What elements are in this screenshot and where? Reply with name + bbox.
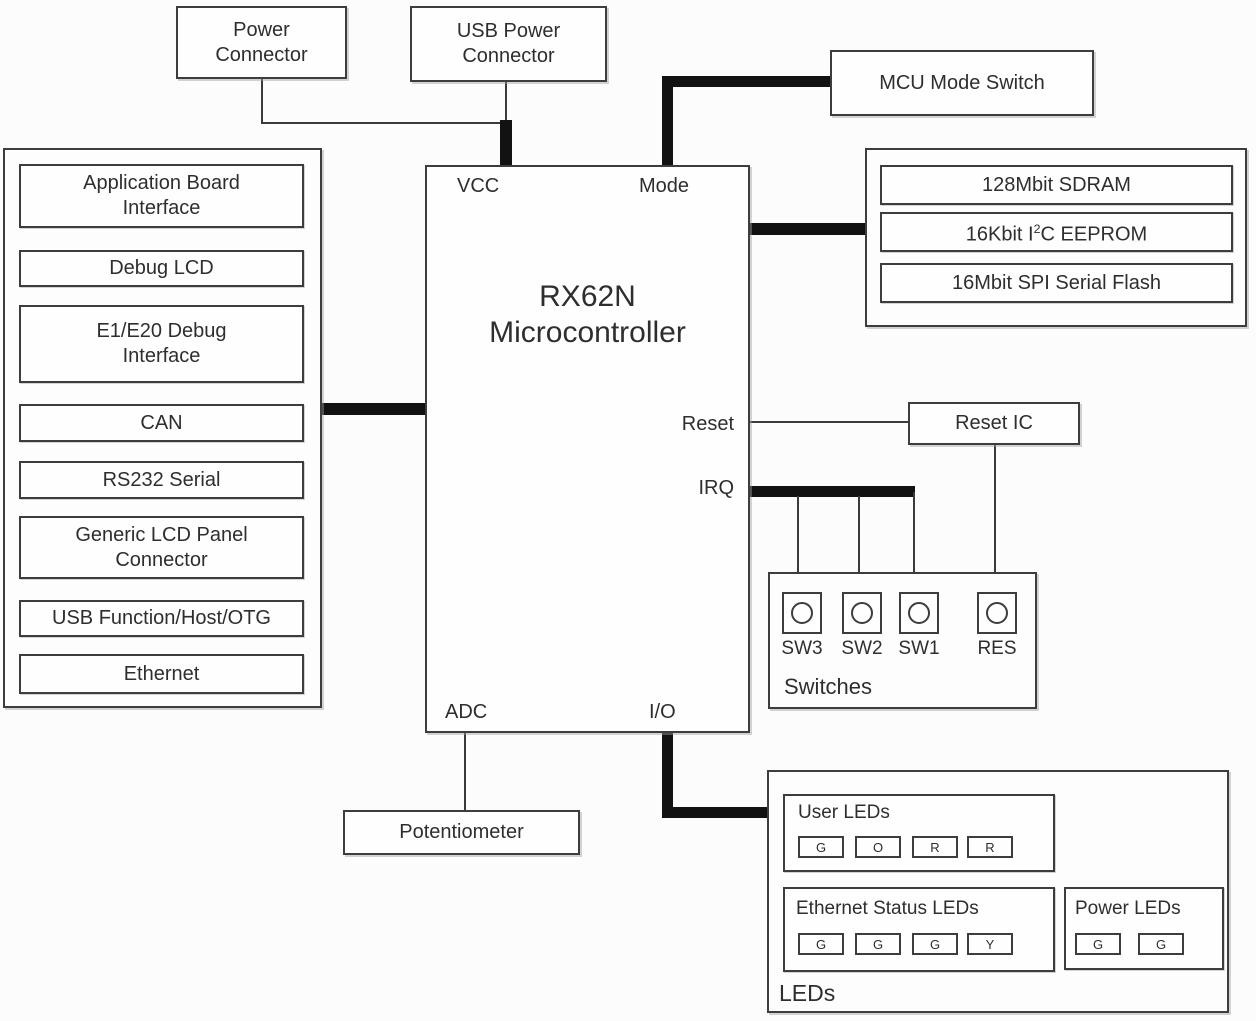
irq-bus xyxy=(750,486,915,497)
user-led-chip-r2: R xyxy=(967,836,1013,858)
reset-line xyxy=(750,421,908,423)
sw2-drop-line xyxy=(858,496,860,591)
switch-button-icon xyxy=(986,602,1008,624)
mcu-mode-switch-label: MCU Mode Switch xyxy=(879,71,1045,94)
power-led-chip-g1: G xyxy=(1075,933,1121,955)
leds-group-label: LEDs xyxy=(779,980,836,1006)
generic-lcd-panel-connector-label: Generic LCD Panel Connector xyxy=(75,523,248,571)
reset-ic-drop-line xyxy=(994,445,996,591)
leds-group-box: User LEDs G O R R Ethernet Status LEDs G… xyxy=(767,770,1229,1013)
switch-sw1 xyxy=(899,592,939,634)
e1-e20-debug-interface-label: E1/E20 Debug Interface xyxy=(96,320,227,367)
sw3-drop-line xyxy=(797,496,799,591)
vcc-bus xyxy=(500,120,512,166)
power-connector-label-line1: Power xyxy=(233,18,290,41)
potentiometer-box: Potentiometer xyxy=(343,810,580,855)
power-join-line xyxy=(261,122,507,124)
usb-power-connector-box: USB Power Connector xyxy=(410,6,607,82)
power-leds-label: Power LEDs xyxy=(1075,898,1181,919)
ethernet-status-leds-label: Ethernet Status LEDs xyxy=(796,898,979,919)
usb-function-host-otg-label: USB Function/Host/OTG xyxy=(52,607,271,629)
debug-lcd-label: Debug LCD xyxy=(109,257,214,279)
can-box: CAN xyxy=(19,404,304,442)
switches-group-box: SW3 SW2 SW1 RES Switches xyxy=(768,572,1037,709)
switch-sw2-label: SW2 xyxy=(841,638,883,659)
mcu-pin-reset: Reset xyxy=(681,413,734,435)
ethernet-led-chip-g3: G xyxy=(912,933,958,955)
e1-e20-debug-interface-box: E1/E20 Debug Interface xyxy=(19,305,304,383)
switch-button-icon xyxy=(851,602,873,624)
user-led-chip-g: G xyxy=(798,836,844,858)
memory-group-box: 128Mbit SDRAM 16Kbit I2C EEPROM 16Mbit S… xyxy=(865,148,1247,327)
switch-sw1-label: SW1 xyxy=(898,638,940,659)
can-label: CAN xyxy=(140,411,183,434)
mcu-box: VCC Mode RX62N Microcontroller Reset IRQ… xyxy=(425,165,750,733)
potentiometer-label: Potentiometer xyxy=(399,821,524,843)
switch-sw2 xyxy=(842,592,882,634)
memory-bus xyxy=(748,223,865,235)
peripherals-group-box: Application Board Interface Debug LCD E1… xyxy=(3,148,322,708)
switch-res-label: RES xyxy=(977,638,1017,659)
ethernet-led-chip-g2: G xyxy=(855,933,901,955)
eeprom-box: 16Kbit I2C EEPROM xyxy=(880,212,1233,252)
user-led-chip-r1: R xyxy=(912,836,958,858)
mode-bus-horizontal xyxy=(662,76,830,87)
usb-power-connector-label-line2: Connector xyxy=(462,45,555,67)
power-connector-label-line2: Connector xyxy=(215,43,308,66)
power-led-chip-g2: G xyxy=(1138,933,1184,955)
reset-ic-label: Reset IC xyxy=(955,412,1033,434)
debug-lcd-box: Debug LCD xyxy=(19,250,304,287)
adc-drop-line xyxy=(464,733,466,811)
usb-function-host-otg-box: USB Function/Host/OTG xyxy=(19,600,304,637)
ethernet-label: Ethernet xyxy=(123,662,200,685)
mcu-mode-switch-box: MCU Mode Switch xyxy=(830,50,1094,116)
io-bus-horizontal xyxy=(662,807,782,818)
switch-sw3 xyxy=(782,592,822,634)
usb-power-drop-line xyxy=(505,82,507,124)
mcu-title: RX62N Microcontroller xyxy=(427,279,748,351)
power-connector-box: Power Connector xyxy=(176,6,347,79)
power-leds-box: Power LEDs G G xyxy=(1064,887,1224,970)
user-leds-box: User LEDs G O R R xyxy=(783,794,1055,872)
application-board-interface-label: Application Board Interface xyxy=(83,172,240,219)
switches-group-label: Switches xyxy=(784,674,873,699)
ethernet-box: Ethernet xyxy=(19,654,304,694)
power-connector-drop-line xyxy=(261,79,263,124)
io-bus-vertical xyxy=(662,731,673,818)
user-leds-label: User LEDs xyxy=(798,802,890,823)
mcu-pin-mode: Mode xyxy=(639,175,690,197)
mcu-pin-io: I/O xyxy=(649,701,676,723)
switch-button-icon xyxy=(791,602,813,624)
mcu-pin-irq: IRQ xyxy=(698,477,734,499)
generic-lcd-panel-connector-box: Generic LCD Panel Connector xyxy=(19,516,304,579)
mcu-pin-vcc: VCC xyxy=(457,175,500,197)
user-led-chip-o: O xyxy=(855,836,901,858)
mcu-title-line2: Microcontroller xyxy=(489,316,686,349)
ethernet-led-chip-g1: G xyxy=(798,933,844,955)
eeprom-label: 16Kbit I2C EEPROM xyxy=(965,221,1148,246)
sdram-box: 128Mbit SDRAM xyxy=(880,165,1233,205)
rs232-serial-box: RS232 Serial xyxy=(19,461,304,499)
mode-bus-vertical xyxy=(662,76,673,166)
spi-flash-label: 16Mbit SPI Serial Flash xyxy=(952,271,1161,294)
application-board-interface-box: Application Board Interface xyxy=(19,164,304,228)
usb-power-connector-label-line1: USB Power xyxy=(456,20,561,42)
spi-flash-box: 16Mbit SPI Serial Flash xyxy=(880,263,1233,303)
sw1-drop-line xyxy=(913,492,915,591)
reset-ic-box: Reset IC xyxy=(908,402,1080,445)
sdram-label: 128Mbit SDRAM xyxy=(982,173,1131,196)
peripheral-bus xyxy=(322,403,427,415)
switch-res xyxy=(977,592,1017,634)
ethernet-status-leds-box: Ethernet Status LEDs G G G Y xyxy=(783,887,1055,972)
ethernet-led-chip-y: Y xyxy=(967,933,1013,955)
mcu-title-line1: RX62N xyxy=(539,280,636,313)
switch-button-icon xyxy=(908,602,930,624)
switch-sw3-label: SW3 xyxy=(781,638,823,659)
rs232-serial-label: RS232 Serial xyxy=(102,468,221,491)
mcu-pin-adc: ADC xyxy=(445,701,488,723)
